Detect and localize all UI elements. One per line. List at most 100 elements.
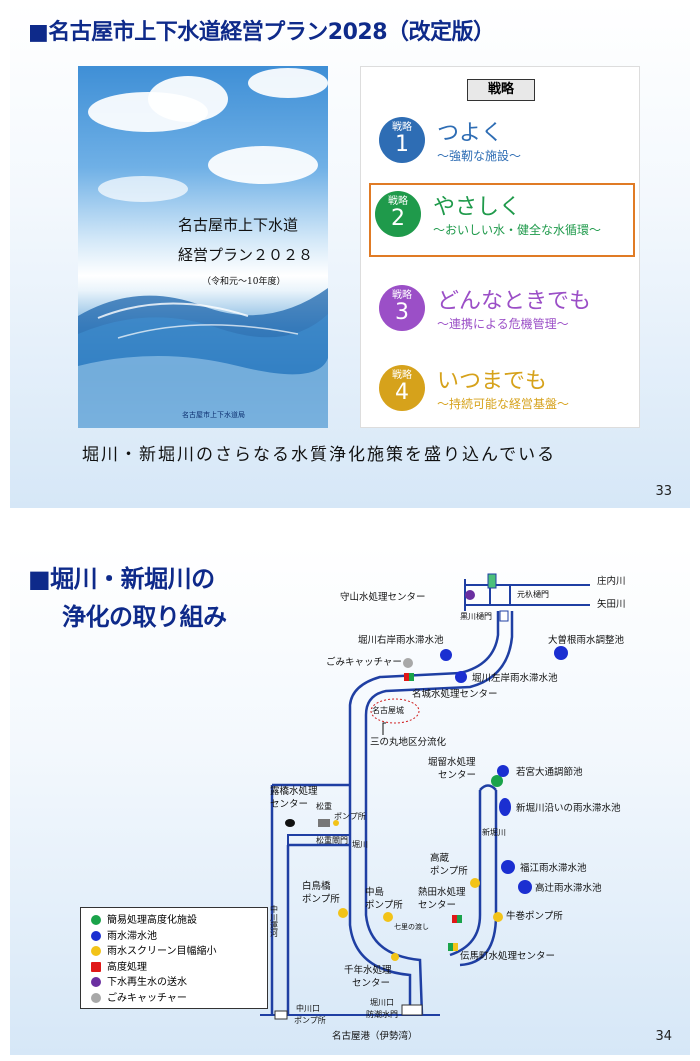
matsushige-gate-label: 松重閘門	[316, 835, 348, 845]
matsushige-pump-label-1: 松重	[316, 801, 332, 811]
legend-item: 高度処理	[91, 961, 147, 975]
matsushige-pump-label-2: ポンプ所	[334, 811, 366, 821]
shonai-river-label: 庄内川	[597, 575, 626, 587]
water-splash-graphic	[78, 288, 328, 428]
legend-marker-icon	[91, 992, 101, 1003]
tsuyuhashi-center-label-2: センター	[270, 799, 308, 810]
legend-label: 雨水スクリーン目幅縮小	[107, 946, 217, 957]
legend-marker-icon	[91, 915, 101, 925]
legend-label: 下水再生水の送水	[107, 977, 187, 988]
legend-item: ごみキャッチャー	[91, 992, 187, 1006]
page-number: 34	[655, 1029, 672, 1044]
ushimaki-pump-label: 牛巻ポンプ所	[506, 910, 563, 922]
strategy-badge-number: 3	[395, 300, 409, 325]
nakajima-pump-label-1: 中島	[365, 886, 384, 898]
legend-item: 雨水スクリーン目幅縮小	[91, 945, 217, 959]
slide-title-line1: ■堀川・新堀川の	[28, 565, 215, 593]
nakagawaguchi-pump-label-2: ポンプ所	[294, 1015, 326, 1025]
slide-33: ■名古屋市上下水道経営プラン2028（改定版） 名古屋市上下水道 経営プラン２０…	[10, 2, 690, 508]
meijo-center-label: 名城水処理センター	[412, 688, 498, 700]
legend-label: 雨水滞水池	[107, 930, 157, 942]
cloud-shape	[248, 68, 328, 98]
strategy-badge-label: 戦略	[392, 122, 412, 133]
legend-label: 簡易処理高度化施設	[107, 915, 197, 926]
strategy-subtitle: ～連携による危機管理～	[437, 317, 569, 331]
horikawa-map: 庄内川 矢田川 守山水処理センター 元杁樋門 黒川樋門 堀川右岸雨水滞水池 大曽…	[260, 573, 626, 1042]
tsuyuhashi-center-label-1: 露橋水処理	[270, 785, 318, 797]
nakagawa-canal-label: 中川運河	[270, 904, 279, 937]
slide-title: ■名古屋市上下水道経営プラン2028（改定版）	[28, 20, 495, 45]
ozone-pond-label: 大曽根雨水調整池	[548, 634, 625, 646]
takakura-pump-label-1: 高蔵	[430, 852, 450, 864]
slide-caption: 堀川・新堀川のさらなる水質浄化施策を盛り込んでいる	[82, 445, 557, 465]
nagoya-port-label: 名古屋港（伊勢湾）	[332, 1030, 418, 1042]
moriyama-center-label: 守山水処理センター	[340, 591, 426, 603]
strategy-badge-label: 戦略	[392, 370, 412, 381]
legend-item: 簡易処理高度化施設	[91, 914, 197, 928]
trash-catcher-label: ごみキャッチャー	[326, 656, 402, 668]
horikawaguchi-gate-label-2: 防潮水門	[366, 1009, 398, 1019]
strategy-subtitle: ～おいしい水・健全な水循環～	[433, 223, 602, 237]
horikawaguchi-gate-label-1: 堀川口	[370, 998, 394, 1007]
shiratori-pump-label-2: ポンプ所	[302, 894, 340, 905]
sannomaru-label: 三の丸地区分流化	[370, 736, 447, 748]
strategy-badge-label: 戦略	[388, 196, 408, 207]
strategy-title: どんなときでも	[437, 289, 592, 314]
legend-label: 高度処理	[107, 961, 147, 973]
shinhorikawa-label: 新堀川	[482, 827, 506, 837]
slide-title-line2: 浄化の取り組み	[62, 603, 227, 631]
cloud-shape	[148, 76, 228, 122]
horidome-center-label-2: センター	[438, 770, 476, 781]
legend-marker-icon	[91, 961, 101, 972]
atsuta-center-label-1: 熱田水処理	[418, 886, 466, 898]
strategy-badge-number: 4	[395, 380, 409, 405]
horidome-center-label-1: 堀留水処理	[428, 756, 476, 768]
nakajima-pump-label-2: ポンプ所	[365, 900, 403, 911]
cover-period: （令和元～10年度）	[202, 277, 286, 287]
strategy-title: つよく	[437, 121, 504, 146]
wakamiya-pond-label: 若宮大通調節池	[516, 766, 583, 778]
nagoya-castle-label: 名古屋城	[372, 705, 404, 715]
strategy-title: やさしく	[433, 195, 522, 220]
takakura-pump-label-2: ポンプ所	[430, 866, 468, 877]
strategy-badge-number: 1	[395, 132, 409, 157]
map-legend: 簡易処理高度化施設雨水滞水池雨水スクリーン目幅縮小高度処理下水再生水の送水ごみキ…	[80, 907, 268, 1009]
strategy-badge-label: 戦略	[392, 290, 412, 301]
strategy-badge-number: 2	[391, 206, 405, 231]
nakagawaguchi-pump-label-1: 中川口	[296, 1003, 320, 1013]
horikawa-right-pond-label: 堀川右岸雨水滞水池	[358, 634, 444, 646]
horikawa-left-pond-label: 堀川左岸雨水滞水池	[472, 672, 558, 684]
strategy-subtitle: ～強靭な施設～	[437, 149, 522, 163]
slide-34: ■堀川・新堀川の 浄化の取り組み	[10, 545, 690, 1055]
horikawa-label: 堀川	[352, 840, 368, 849]
strategy-header: 戦略	[467, 79, 535, 101]
legend-marker-icon	[91, 977, 101, 987]
cover-title-line1: 名古屋市上下水道	[178, 216, 299, 234]
legend-marker-icon	[91, 946, 101, 956]
denmacho-center-label: 伝馬町水処理センター	[460, 950, 555, 962]
cloud-shape	[208, 146, 318, 184]
cover-publisher: 名古屋市上下水道局	[182, 411, 245, 419]
shiratori-pump-label-1: 白鳥橋	[302, 880, 331, 892]
kuro-gate-label: 黒川樋門	[460, 611, 492, 621]
legend-label: ごみキャッチャー	[107, 992, 187, 1004]
fukue-pond-label: 福江雨水滞水池	[520, 862, 587, 874]
strategy-subtitle: ～持続可能な経営基盤～	[437, 397, 570, 411]
shinhorikawa-pond-label: 新堀川沿いの雨水滞水池	[516, 802, 621, 814]
cloud-shape	[98, 176, 188, 202]
shichiri-label: 七里の渡し	[394, 922, 429, 931]
motokachi-gate-label: 元杁樋門	[517, 589, 549, 599]
strategy-title: いつまでも	[437, 369, 548, 394]
sennen-center-label-2: センター	[352, 978, 390, 989]
sennen-center-label-1: 千年水処理	[344, 964, 392, 976]
page-number: 33	[655, 484, 672, 499]
cover-title-line2: 経営プラン２０２８	[178, 246, 314, 264]
legend-item: 雨水滞水池	[91, 930, 157, 944]
